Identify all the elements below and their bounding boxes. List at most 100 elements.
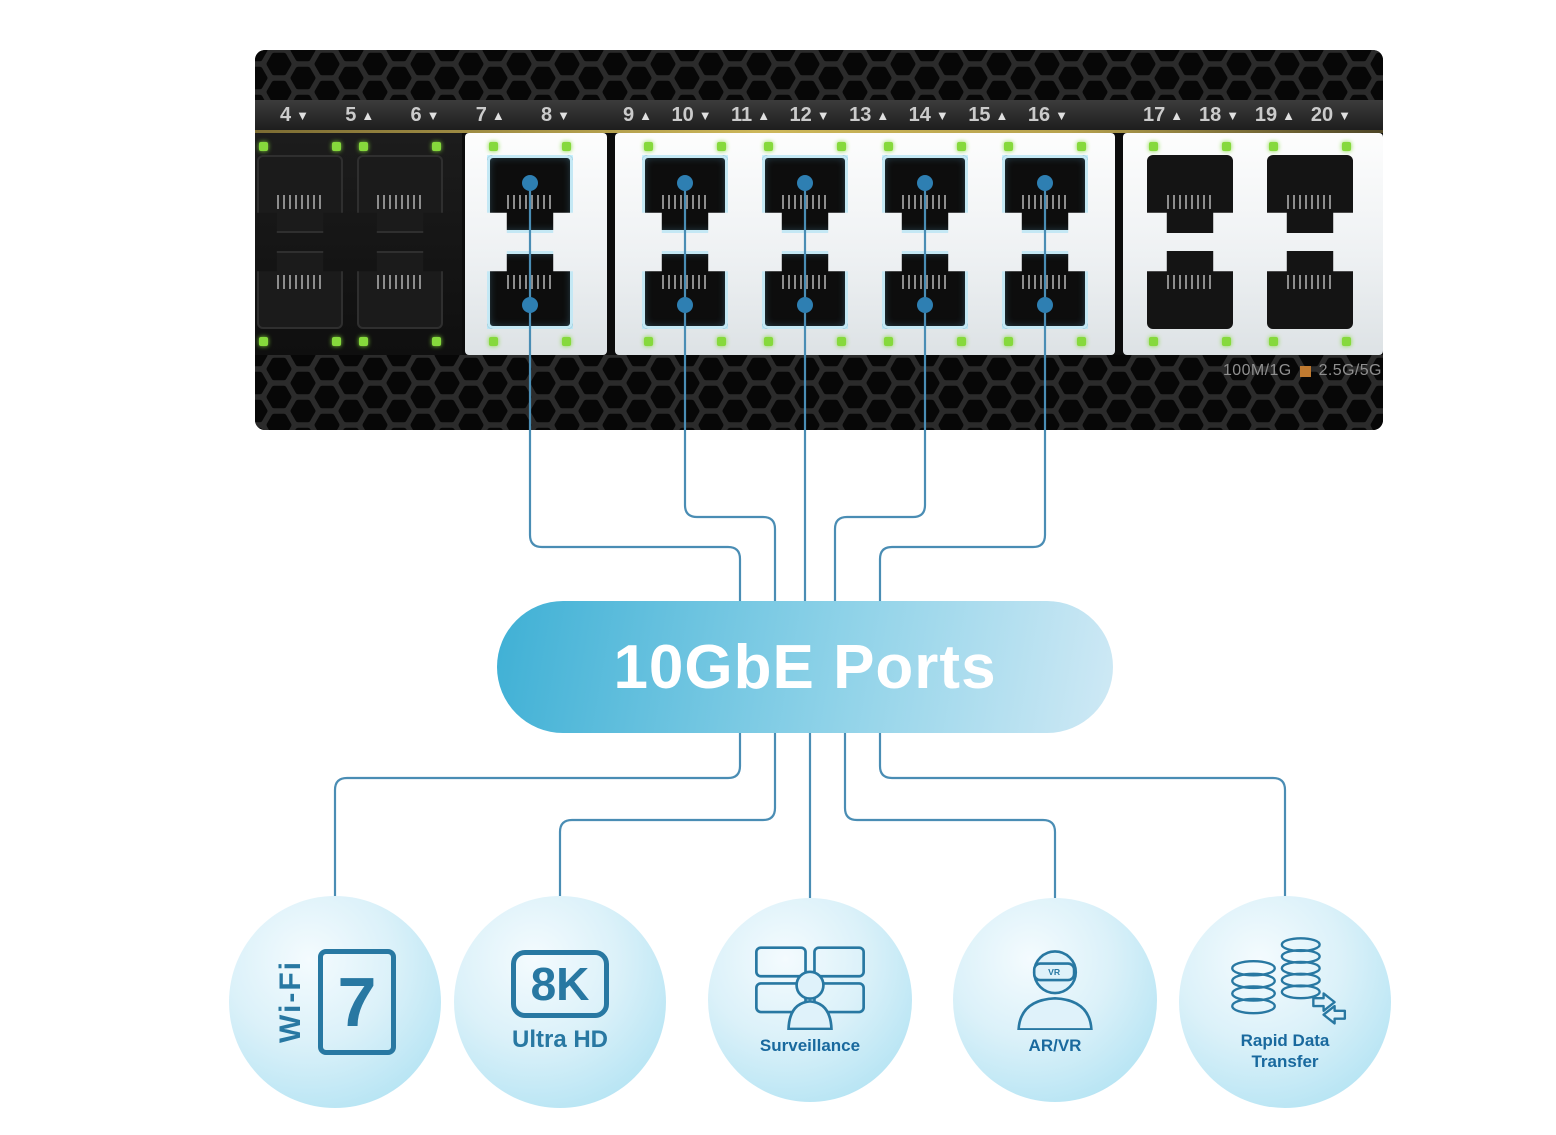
triangle-up-icon: ▲ bbox=[995, 107, 1009, 123]
port-column bbox=[357, 133, 443, 355]
port-column bbox=[762, 133, 848, 355]
port-label: 7▲ bbox=[476, 104, 505, 127]
rj45-port bbox=[642, 251, 728, 329]
triangle-down-icon: ▼ bbox=[426, 107, 440, 123]
port-column bbox=[1147, 133, 1233, 355]
port-number: 7 bbox=[475, 103, 487, 126]
port-led bbox=[717, 142, 726, 151]
rj45-port bbox=[1147, 251, 1233, 329]
triangle-up-icon: ▲ bbox=[1170, 107, 1184, 123]
port-label: 6▼ bbox=[411, 104, 440, 127]
port-pins bbox=[277, 195, 323, 209]
port-led bbox=[1342, 337, 1351, 346]
rj45-port bbox=[1002, 155, 1088, 233]
port-pins bbox=[1287, 195, 1333, 209]
port-led bbox=[1077, 142, 1086, 151]
triangle-up-icon: ▲ bbox=[639, 107, 652, 123]
port-column bbox=[882, 133, 968, 355]
port-led bbox=[332, 337, 341, 346]
port-label: 4▼ bbox=[280, 104, 309, 127]
port-label: 10▼ bbox=[671, 104, 711, 127]
port-led bbox=[259, 142, 268, 151]
usecase-8k-ultra-hd: 8K Ultra HD bbox=[454, 896, 666, 1108]
port-led bbox=[1269, 337, 1278, 346]
port-number: 4 bbox=[280, 103, 292, 126]
port-led bbox=[1342, 142, 1351, 151]
port-led bbox=[259, 337, 268, 346]
port-pins bbox=[377, 275, 423, 289]
port-label: 8▼ bbox=[541, 104, 570, 127]
wifi7-number: 7 bbox=[318, 949, 396, 1055]
port-number: 9 bbox=[623, 103, 635, 126]
connector-line bbox=[843, 731, 1057, 900]
rj45-port bbox=[762, 251, 848, 329]
port-led bbox=[837, 337, 846, 346]
port-pins bbox=[782, 275, 828, 289]
port-number: 18 bbox=[1198, 103, 1222, 126]
rapid-data-label: Rapid Data Transfer bbox=[1240, 1030, 1330, 1071]
port-number: 11 bbox=[731, 103, 753, 126]
triangle-down-icon: ▼ bbox=[1226, 107, 1240, 123]
rj45-port bbox=[882, 155, 968, 233]
port-pins bbox=[1167, 195, 1213, 209]
port-led bbox=[837, 142, 846, 151]
port-led bbox=[1222, 337, 1231, 346]
usecase-arvr: VR AR/VR bbox=[953, 898, 1157, 1102]
port-column bbox=[487, 133, 573, 355]
port-led bbox=[1004, 337, 1013, 346]
port-label: 18▼ bbox=[1199, 104, 1239, 127]
port-label: 11▲ bbox=[731, 104, 770, 127]
port-pins bbox=[902, 195, 948, 209]
port-number: 13 bbox=[849, 103, 872, 126]
vr-goggles-text: VR bbox=[1048, 967, 1061, 977]
port-number: 8 bbox=[541, 103, 553, 126]
port-led bbox=[1149, 337, 1158, 346]
port-label: 20▼ bbox=[1311, 104, 1351, 127]
port-label: 9▲ bbox=[623, 104, 652, 127]
triangle-up-icon: ▲ bbox=[876, 107, 890, 123]
port-pins bbox=[1022, 195, 1068, 209]
ultra-hd-label: Ultra HD bbox=[511, 1026, 608, 1053]
banner-10gbe: 10GbE Ports bbox=[497, 601, 1113, 733]
usecase-surveillance: Surveillance bbox=[708, 898, 912, 1102]
8k-badge: 8K bbox=[510, 950, 610, 1018]
rj45-port bbox=[882, 251, 968, 329]
port-led bbox=[644, 337, 653, 346]
rj45-port bbox=[357, 155, 443, 233]
port-column bbox=[1267, 133, 1353, 355]
switch-port-panel bbox=[255, 133, 1383, 355]
port-label: 13▲ bbox=[849, 104, 889, 127]
port-pins bbox=[507, 275, 553, 289]
arvr-label: AR/VR bbox=[1028, 1035, 1082, 1055]
triangle-down-icon: ▼ bbox=[935, 107, 949, 123]
port-pins bbox=[902, 275, 948, 289]
port-column bbox=[1002, 133, 1088, 355]
rj45-port bbox=[1147, 155, 1233, 233]
port-number: 14 bbox=[908, 103, 931, 126]
port-led bbox=[489, 142, 498, 151]
port-number: 16 bbox=[1027, 103, 1051, 126]
port-label-group-right: 17▲18▼19▲20▼ bbox=[1143, 100, 1351, 130]
wifi7-icon: Wi-Fi 7 bbox=[274, 949, 396, 1055]
port-pins bbox=[1167, 275, 1213, 289]
rapid-data-icon bbox=[1231, 936, 1347, 1025]
triangle-up-icon: ▲ bbox=[361, 107, 375, 123]
usecase-rapid-data-transfer: Rapid Data Transfer bbox=[1179, 896, 1391, 1108]
port-led bbox=[332, 142, 341, 151]
port-pins bbox=[377, 195, 423, 209]
port-led bbox=[957, 142, 966, 151]
port-led bbox=[359, 337, 368, 346]
wifi-vertical-label: Wi-Fi bbox=[274, 960, 307, 1044]
port-label: 14▼ bbox=[909, 104, 949, 127]
switch-top-vent bbox=[255, 50, 1383, 100]
port-label: 5▲ bbox=[345, 104, 374, 127]
port-led bbox=[432, 337, 441, 346]
triangle-down-icon: ▼ bbox=[296, 107, 309, 123]
port-led bbox=[644, 142, 653, 151]
port-led bbox=[1077, 337, 1086, 346]
rj45-port bbox=[487, 251, 573, 329]
port-led bbox=[359, 142, 368, 151]
switch-bottom-vent bbox=[255, 355, 1383, 430]
arvr-icon: VR bbox=[1017, 950, 1093, 1030]
